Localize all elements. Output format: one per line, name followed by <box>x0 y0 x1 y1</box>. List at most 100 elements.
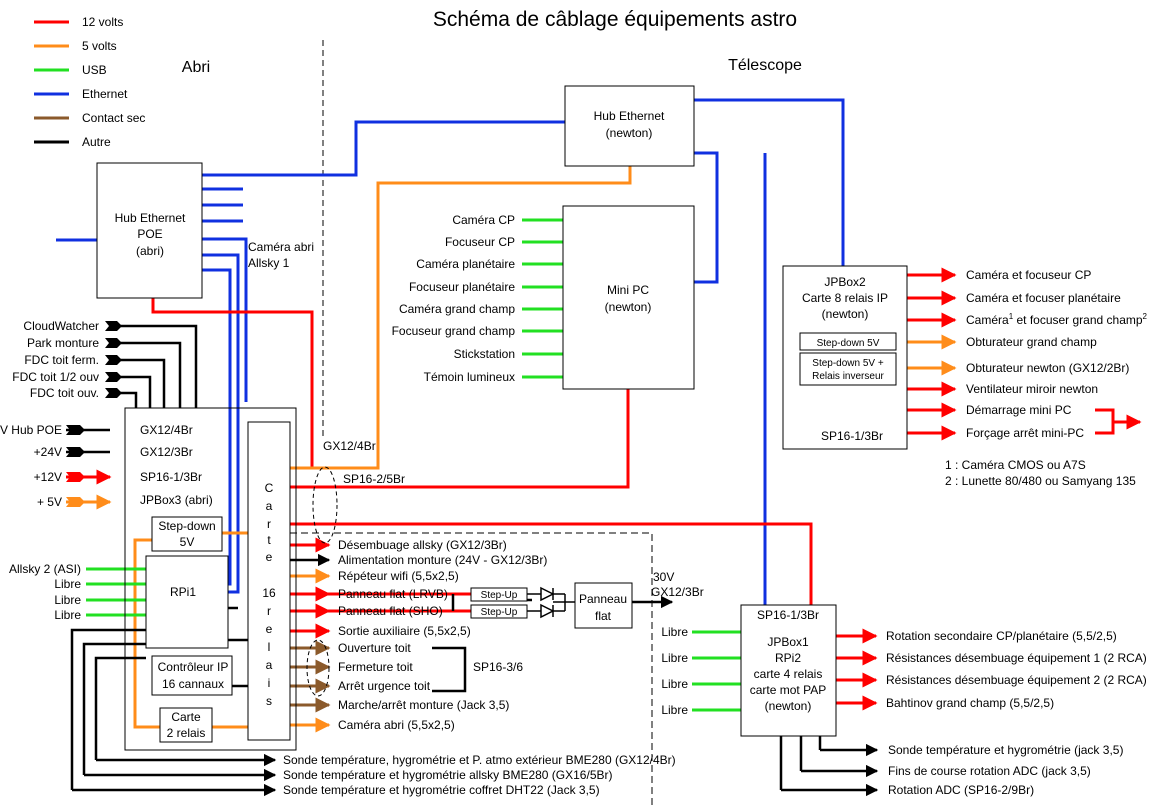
relay-card-16-char: a <box>266 499 273 513</box>
legend-label-contact: Contact sec <box>82 111 145 125</box>
relay-outputs-dashed-frame <box>290 532 653 806</box>
jpbox2-stepdown-relay-label2: Relais inverseur <box>812 371 884 382</box>
jpbox1-out-rotation: Rotation secondaire CP/planétaire (5,5/2… <box>886 629 1117 643</box>
usb-label-indicator: Témoin lumineux <box>424 370 515 384</box>
jpbox1-usb-free-3: Libre <box>661 677 688 691</box>
jpbox3-conn-sp16: SP16-1/3Br <box>140 470 202 484</box>
diode-icon <box>527 586 575 619</box>
usb-label-camera-wide: Caméra grand champ <box>399 302 515 316</box>
jpbox1-out-adc-rotation: Rotation ADC (SP16-2/9Br) <box>888 783 1034 797</box>
relay-output-labels: Désembuage allsky (GX12/3Br) Alimentatio… <box>338 538 547 732</box>
relay-card-2-label-1: Carte <box>171 710 201 724</box>
usb-label-focuser-wide: Focuseur grand champ <box>392 324 516 338</box>
relay-out-wifi: Répéteur wifi (5,5x2,5) <box>338 569 459 583</box>
jpbox1-relay-card: carte 4 relais <box>754 667 823 681</box>
jpbox1-usb-labels: Libre Libre Libre Libre <box>661 625 688 717</box>
zone-telescope-label: Télescope <box>728 57 802 74</box>
output-minipc-start: Démarrage mini PC <box>966 403 1072 417</box>
hub-newton-location: (newton) <box>606 126 653 140</box>
jpbox1-usb-free-4: Libre <box>661 703 688 717</box>
jpbox2-stepdown-relay-box <box>799 352 897 386</box>
hub-newton-box <box>564 85 695 167</box>
stepup-sho-label: Step-Up <box>481 607 518 618</box>
input-fdc-half: FDC toit 1/2 ouv <box>12 370 99 384</box>
relay-out-camera-abri: Caméra abri (5,5x2,5) <box>338 718 455 732</box>
legend-label-usb: USB <box>82 63 107 77</box>
rpi1-label: RPi1 <box>170 585 196 599</box>
jpbox2-subtitle: Carte 8 relais IP <box>802 291 888 305</box>
relay-card-16-char: e <box>266 622 273 636</box>
input-fdc-closed: FDC toit ferm. <box>24 353 99 367</box>
relay-out-mount-power: Alimentation monture (24V - GX12/3Br) <box>338 553 547 567</box>
cable-label-sp16-2: SP16-2/5Br <box>343 472 405 486</box>
ip-controller-label-1: Contrôleur IP <box>158 660 229 674</box>
jpbox1-location: (newton) <box>765 699 812 713</box>
output-shutter-newton: Obturateur newton (GX12/2Br) <box>966 361 1129 375</box>
jpbox3-conn-gx12-3br: GX12/3Br <box>140 445 193 459</box>
cable-label-gx12-3br: GX12/3Br <box>651 585 704 599</box>
jpbox1-out-bahtinov: Bahtinov grand champ (5,5/2,5) <box>886 696 1054 710</box>
relay-out-flat-lrvb: Panneau flat (LRVB) <box>338 587 448 601</box>
jpbox1-title: JPBox1 <box>767 635 809 649</box>
usb-label-focuser-planetary: Focuseur planétaire <box>409 280 515 294</box>
usb-label-camera-cp: Caméra CP <box>452 213 515 227</box>
mini-pc-usb-labels: Caméra CP Focuseur CP Caméra planétaire … <box>392 213 516 384</box>
power-12v-cables <box>151 298 1115 605</box>
zone-abri-label: Abri <box>182 59 210 76</box>
usb-allsky2: Allsky 2 (ASI) <box>9 562 81 576</box>
jpbox3-title: JPBox3 (abri) <box>140 493 213 507</box>
jpbox2-connector: SP16-1/3Br <box>821 429 883 443</box>
jpbox3-box <box>124 407 297 751</box>
power-5v-cables <box>133 166 632 729</box>
jpbox1-rpi2: RPi2 <box>775 651 801 665</box>
flat-panel-box <box>574 582 633 629</box>
ethernet-cables <box>56 98 845 605</box>
output-shutter-wide: Obturateur grand champ <box>966 335 1097 349</box>
usb-left-free-2: Libre <box>54 593 81 607</box>
relay-card-16-char: i <box>268 676 271 690</box>
relay-out-roof-stop: Arrêt urgence toit <box>338 679 431 693</box>
relay-card-2-label-2: 2 relais <box>167 726 206 740</box>
relay-out-mount-onoff: Marche/arrêt monture (Jack 3,5) <box>338 698 509 712</box>
relay-out-roof-open: Ouverture toit <box>338 641 411 655</box>
stepup-lrvb-label: Step-Up <box>481 590 518 601</box>
mini-pc-title: Mini PC <box>607 283 649 297</box>
jpbox1-out-dew1: Résistances désembuage équipement 1 (2 R… <box>886 651 1147 665</box>
hub-newton-title: Hub Ethernet <box>594 109 665 123</box>
flat-panel-label-2: flat <box>595 609 612 623</box>
jpbox1-stepper-card: carte mot PAP <box>750 683 826 697</box>
output-minipc-force-stop: Forçage arrêt mini-PC <box>966 426 1084 440</box>
sensor-labels: Sonde température, hygrométrie et P. atm… <box>283 753 676 797</box>
left-input-labels: CloudWatcher Park monture FDC toit ferm.… <box>0 319 99 622</box>
port-camera-abri-label: Caméra abri <box>248 240 314 254</box>
mini-pc-location: (newton) <box>605 300 652 314</box>
input-fdc-open: FDC toit ouv. <box>30 386 99 400</box>
input-park-mount: Park monture <box>27 336 99 350</box>
jpbox2-location: (newton) <box>822 307 869 321</box>
roof-connector-label: SP16-3/6 <box>473 660 523 674</box>
jpbox2-stepdown-box <box>799 332 897 351</box>
ip-controller-box <box>151 655 233 696</box>
legend-label-other: Autre <box>82 135 111 149</box>
jpbox1-out-sensor: Sonde température et hygrométrie (jack 3… <box>888 743 1123 757</box>
usb-cables <box>86 218 741 712</box>
cable-label-gx12-4br: GX12/4Br <box>323 439 376 453</box>
jpbox2-stepdown-relay-label1: Step-down 5V + <box>812 358 884 369</box>
left-plugs <box>66 321 122 507</box>
power-48v: +48V Hub POE <box>0 423 62 437</box>
stepdown-label-1: Step-down <box>158 519 215 533</box>
legend: 12 volts 5 volts USB Ethernet Contact se… <box>34 15 145 149</box>
relay-card-16-char: e <box>266 550 273 564</box>
relay-card-16-char: r <box>267 604 271 618</box>
jpbox1-connector: SP16-1/3Br <box>757 608 819 622</box>
relay-out-aux: Sortie auxiliaire (5,5x2,5) <box>338 624 471 638</box>
jpbox1-output-labels: Rotation secondaire CP/planétaire (5,5/2… <box>886 629 1147 797</box>
usb-label-focuser-cp: Focuseur CP <box>445 235 515 249</box>
jpbox1-out-dew2: Résistances désembuage équipement 2 (2 R… <box>886 673 1147 687</box>
cable-label-30v: 30V <box>653 570 674 584</box>
jpbox1-usb-free-1: Libre <box>661 625 688 639</box>
power-12v: +12V <box>34 470 62 484</box>
usb-left-free-1: Libre <box>54 577 81 591</box>
usb-label-stickstation: Stickstation <box>454 347 515 361</box>
